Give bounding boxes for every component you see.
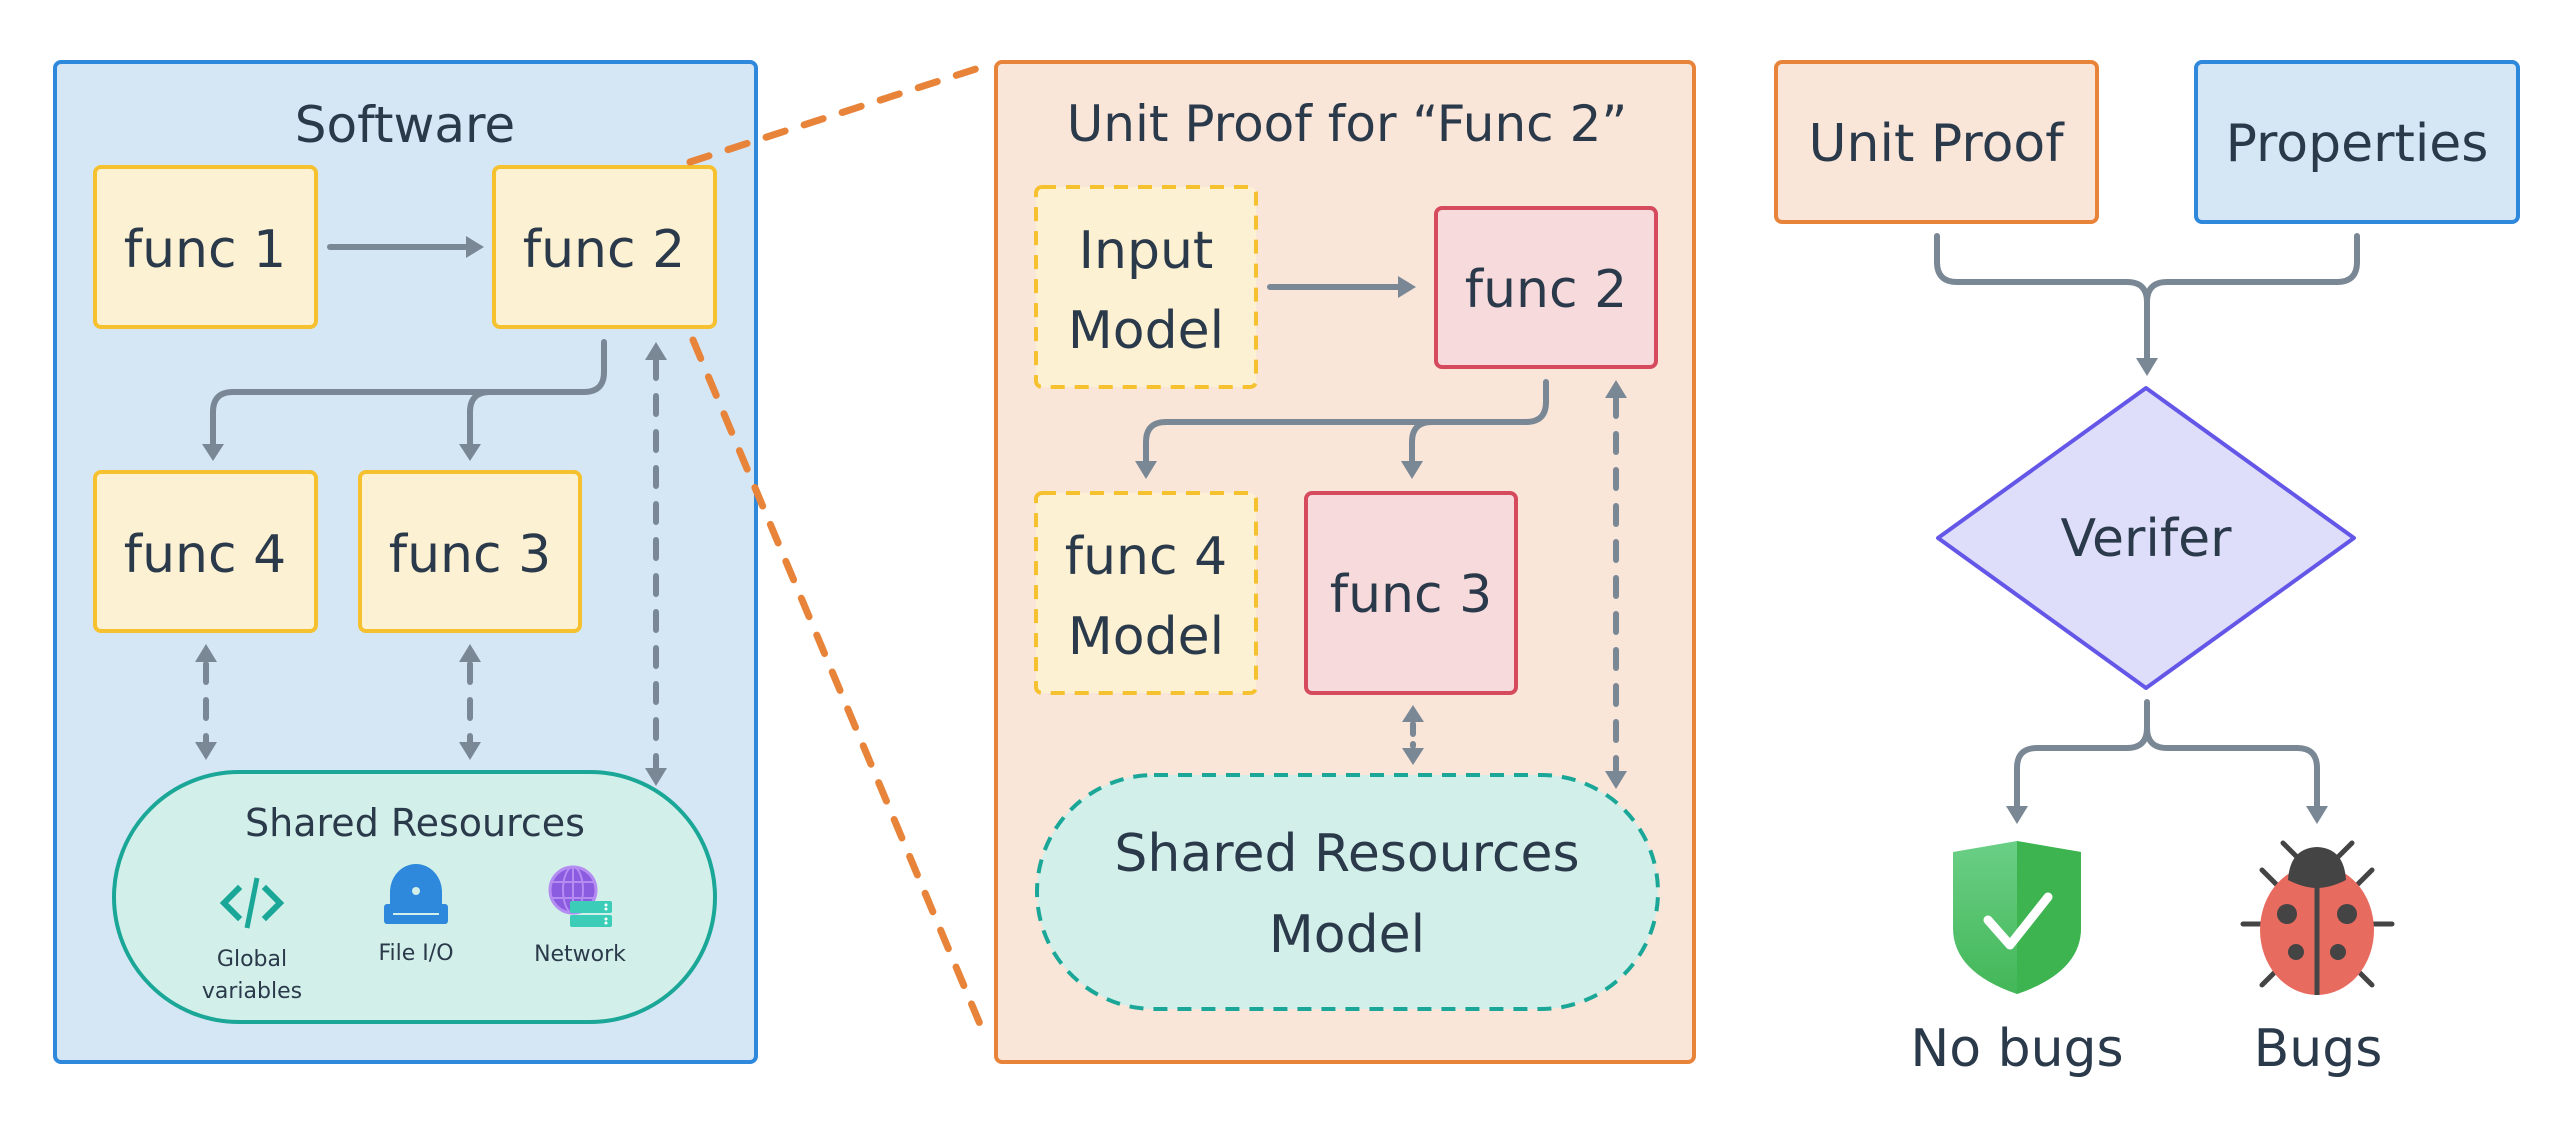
zoom-connector-bottom xyxy=(689,336,989,1040)
properties-input-label: Properties xyxy=(2226,114,2489,174)
shared-resources-model-node[interactable]: Shared Resources Model xyxy=(1035,773,1660,1011)
func1-node[interactable]: func 1 xyxy=(93,165,318,329)
network-label: Network xyxy=(534,942,626,967)
verifier-outcome-branch-arrow xyxy=(2006,699,2328,824)
func4-model-label-line1: func 4 xyxy=(1065,527,1227,587)
func1-to-func2-arrow xyxy=(327,236,484,258)
func2-target-label: func 2 xyxy=(1465,260,1627,320)
func3-target-label: func 3 xyxy=(1330,565,1492,625)
func2-target-branch-arrow xyxy=(1135,379,1549,479)
code-icon xyxy=(219,877,285,929)
global-variables-label-line1: Global xyxy=(217,947,287,972)
disk-drive-icon xyxy=(384,864,448,924)
shared-model-label-line2: Model xyxy=(1269,905,1425,965)
func3-label: func 3 xyxy=(389,525,551,585)
func4-model-node[interactable]: func 4 Model xyxy=(1034,491,1258,695)
verifier-label: Verifer xyxy=(2060,509,2232,569)
func2-label: func 2 xyxy=(523,220,685,280)
func3-shared-model-dashed-arrow xyxy=(1402,705,1424,765)
func4-model-label-line2: Model xyxy=(1068,607,1224,667)
input-model-label-line1: Input xyxy=(1079,221,1214,281)
func2-branch-arrow xyxy=(202,339,607,461)
input-model-label-line2: Model xyxy=(1068,301,1224,361)
no-bugs-label: No bugs xyxy=(1910,1019,2123,1079)
verification-flow: Unit Proof Properties Verifer xyxy=(1774,60,2520,1079)
unit-proof-input-label: Unit Proof xyxy=(1809,114,2066,174)
shared-model-label-line1: Shared Resources xyxy=(1114,824,1579,884)
unit-proof-panel-title: Unit Proof for “Func 2” xyxy=(1067,95,1628,153)
unit-proof-panel: Unit Proof for “Func 2” Input Model func… xyxy=(994,60,1696,1064)
func3-node[interactable]: func 3 xyxy=(358,470,582,633)
func2-node[interactable]: func 2 xyxy=(492,165,717,329)
func3-target-node[interactable]: func 3 xyxy=(1304,491,1518,695)
verifier-node[interactable]: Verifer xyxy=(1936,386,2356,690)
shield-check-icon xyxy=(1953,841,2081,994)
software-title: Software xyxy=(295,96,515,154)
func3-shared-dashed-arrow xyxy=(459,644,481,760)
input-model-node[interactable]: Input Model xyxy=(1034,185,1258,389)
func4-label: func 4 xyxy=(124,525,286,585)
shared-resources-node[interactable]: Shared Resources Global variables File I… xyxy=(112,770,717,1024)
network-globe-server-icon xyxy=(548,865,612,927)
func4-node[interactable]: func 4 xyxy=(93,470,318,633)
bugs-label: Bugs xyxy=(2254,1019,2383,1079)
func1-label: func 1 xyxy=(124,220,286,280)
func2-shared-dashed-arrow xyxy=(645,342,667,786)
func2-target-node[interactable]: func 2 xyxy=(1434,206,1658,369)
shared-resources-title: Shared Resources xyxy=(245,801,585,845)
input-to-func2-arrow xyxy=(1267,276,1416,298)
ladybug-icon xyxy=(2240,840,2395,995)
inputs-merge-arrow xyxy=(1934,233,2360,376)
func2-shared-model-dashed-arrow xyxy=(1605,380,1627,789)
func4-shared-dashed-arrow xyxy=(195,644,217,760)
unit-proof-input-node[interactable]: Unit Proof xyxy=(1774,60,2099,224)
file-io-label: File I/O xyxy=(378,941,453,966)
software-panel: Software func 1 func 2 func 4 func 3 xyxy=(53,60,758,1064)
zoom-connector-top xyxy=(686,62,989,166)
properties-input-node[interactable]: Properties xyxy=(2194,60,2520,224)
global-variables-label-line2: variables xyxy=(202,979,302,1004)
